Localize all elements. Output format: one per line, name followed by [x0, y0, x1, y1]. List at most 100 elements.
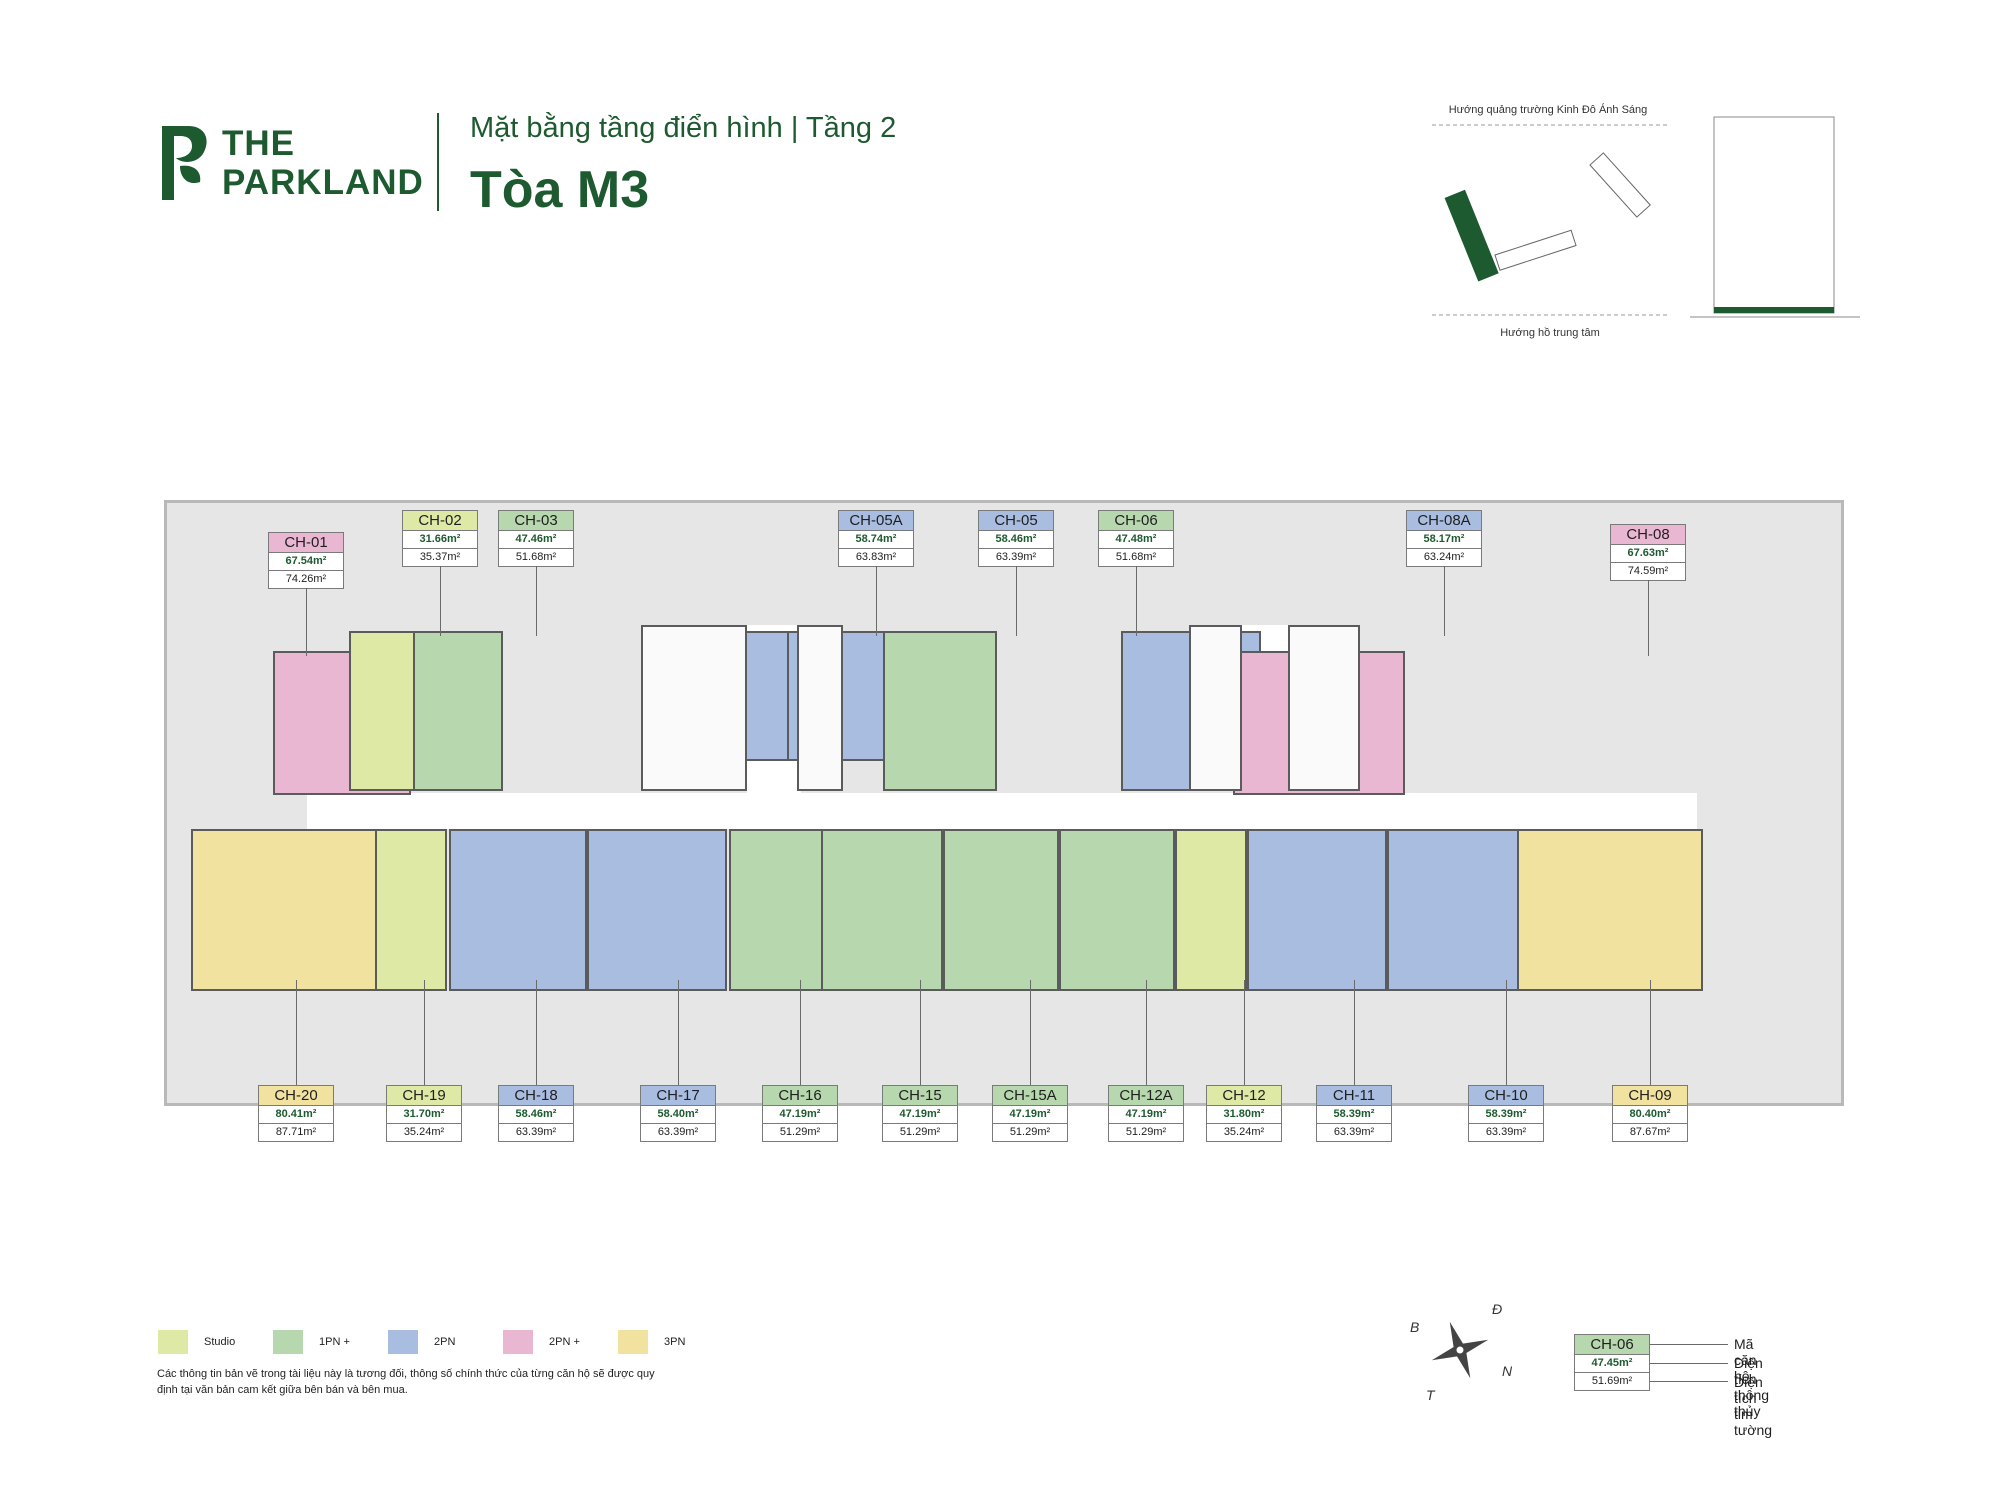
site-top-label: Hướng quảng trường Kinh Đô Ánh Sáng: [1449, 103, 1648, 116]
unit-ch-06[interactable]: [883, 631, 997, 791]
leader-line: [536, 566, 537, 636]
area-gross: 63.83m²: [855, 551, 897, 563]
area-net: 47.19m²: [883, 1106, 957, 1124]
area-gross: 51.68m²: [515, 551, 557, 563]
stair-core: [1288, 625, 1360, 791]
unit-code: CH-15A: [993, 1086, 1067, 1106]
page-subtitle: Mặt bằng tầng điển hình | Tầng 2: [470, 112, 897, 144]
compass-icon: Đ N T B: [1410, 1301, 1513, 1403]
svg-text:Đ: Đ: [1492, 1301, 1502, 1317]
area-gross: 51.29m²: [1009, 1126, 1051, 1138]
leader-line: [1136, 566, 1137, 636]
unit-ch-20[interactable]: [191, 829, 377, 991]
unit-ch-17[interactable]: [587, 829, 727, 991]
legend-label: 3PN: [664, 1336, 686, 1348]
leader-line: [1016, 566, 1017, 636]
leader-line: [1506, 980, 1507, 1085]
leader-line: [1244, 980, 1245, 1085]
area-gross: 74.59m²: [1627, 565, 1669, 577]
leader-line: [536, 980, 537, 1085]
unit-ch-10[interactable]: [1387, 829, 1527, 991]
svg-text:N: N: [1502, 1363, 1513, 1379]
area-net: 80.41m²: [259, 1106, 333, 1124]
area-gross: 63.24m²: [1423, 551, 1465, 563]
disclaimer-note: Các thông tin bản vẽ trong tài liệu này …: [157, 1368, 655, 1396]
leader-line: [920, 980, 921, 1085]
unit-ch-12[interactable]: [1175, 829, 1247, 991]
area-gross: 51.29m²: [899, 1126, 941, 1138]
unit-ch-02[interactable]: [349, 631, 423, 791]
key-area-gross: 51.69m²: [1591, 1375, 1633, 1387]
area-net: 31.70m²: [387, 1106, 461, 1124]
area-gross: 63.39m²: [1333, 1126, 1375, 1138]
parkland-logo-icon: [162, 126, 207, 200]
area-net: 47.19m²: [1109, 1106, 1183, 1124]
area-net: 58.39m²: [1469, 1106, 1543, 1124]
unit-ch-03[interactable]: [413, 631, 503, 791]
area-net: 58.40m²: [641, 1106, 715, 1124]
area-gross: 63.39m²: [657, 1126, 699, 1138]
corridor: [307, 793, 1697, 829]
key-area-net: 47.45m²: [1575, 1355, 1649, 1373]
area-net: 47.19m²: [993, 1106, 1067, 1124]
legend-label: 1PN +: [319, 1336, 350, 1348]
leader-line: [1648, 580, 1649, 656]
tower-outline: [1589, 152, 1651, 218]
area-gross: 74.26m²: [285, 573, 327, 585]
leader-line: [1030, 980, 1031, 1085]
unit-ch-15[interactable]: [821, 829, 943, 991]
key-net-desc: Diện tích thông thủy: [1734, 1355, 1770, 1419]
area-gross: 35.24m²: [1223, 1126, 1265, 1138]
area-net: 47.48m²: [1099, 531, 1173, 549]
area-gross: 63.39m²: [995, 551, 1037, 563]
unit-ch-09[interactable]: [1517, 829, 1703, 991]
legend-swatch-2pn: [388, 1330, 418, 1354]
area-net: 67.63m²: [1611, 545, 1685, 563]
leader-line: [1444, 566, 1445, 636]
unit-ch-18[interactable]: [449, 829, 587, 991]
unit-code: CH-09: [1613, 1086, 1687, 1106]
area-net: 58.46m²: [979, 531, 1053, 549]
area-gross: 51.29m²: [779, 1126, 821, 1138]
area-gross: 63.39m²: [1485, 1126, 1527, 1138]
area-gross: 87.71m²: [275, 1126, 317, 1138]
elevator-core: [797, 625, 843, 791]
area-net: 58.74m²: [839, 531, 913, 549]
leader-line: [440, 566, 441, 636]
svg-text:T: T: [1426, 1387, 1436, 1403]
unit-code: CH-19: [387, 1086, 461, 1106]
site-bottom-label: Hướng hồ trung tâm: [1500, 327, 1600, 339]
unit-ch-11[interactable]: [1247, 829, 1387, 991]
unit-ch-12a[interactable]: [1059, 829, 1175, 991]
legend-swatch-2pn_plus: [503, 1330, 533, 1354]
area-net: 80.40m²: [1613, 1106, 1687, 1124]
area-gross: 51.29m²: [1125, 1126, 1167, 1138]
leader-line: [1354, 980, 1355, 1085]
unit-ch-19[interactable]: [375, 829, 447, 991]
area-net: 58.39m²: [1317, 1106, 1391, 1124]
area-net: 58.46m²: [499, 1106, 573, 1124]
header-divider: [437, 113, 439, 211]
legend-swatch-3pn: [618, 1330, 648, 1354]
area-gross: 35.24m²: [403, 1126, 445, 1138]
key-label: CH-06 47.45m² 51.69m²: [1574, 1334, 1650, 1391]
leader-line: [1650, 980, 1651, 1085]
brand-line-1: THE: [222, 124, 295, 163]
stair-core: [641, 625, 747, 791]
floor-plan: [164, 500, 1844, 1106]
legend-label: Studio: [204, 1336, 236, 1348]
page-title: Tòa M3: [470, 161, 650, 219]
legend-label: 2PN: [434, 1336, 456, 1348]
unit-ch-15a[interactable]: [943, 829, 1059, 991]
site-key-map: Hướng quảng trường Kinh Đô Ánh Sáng Hướn…: [1432, 103, 1860, 339]
area-net: 31.80m²: [1207, 1106, 1281, 1124]
